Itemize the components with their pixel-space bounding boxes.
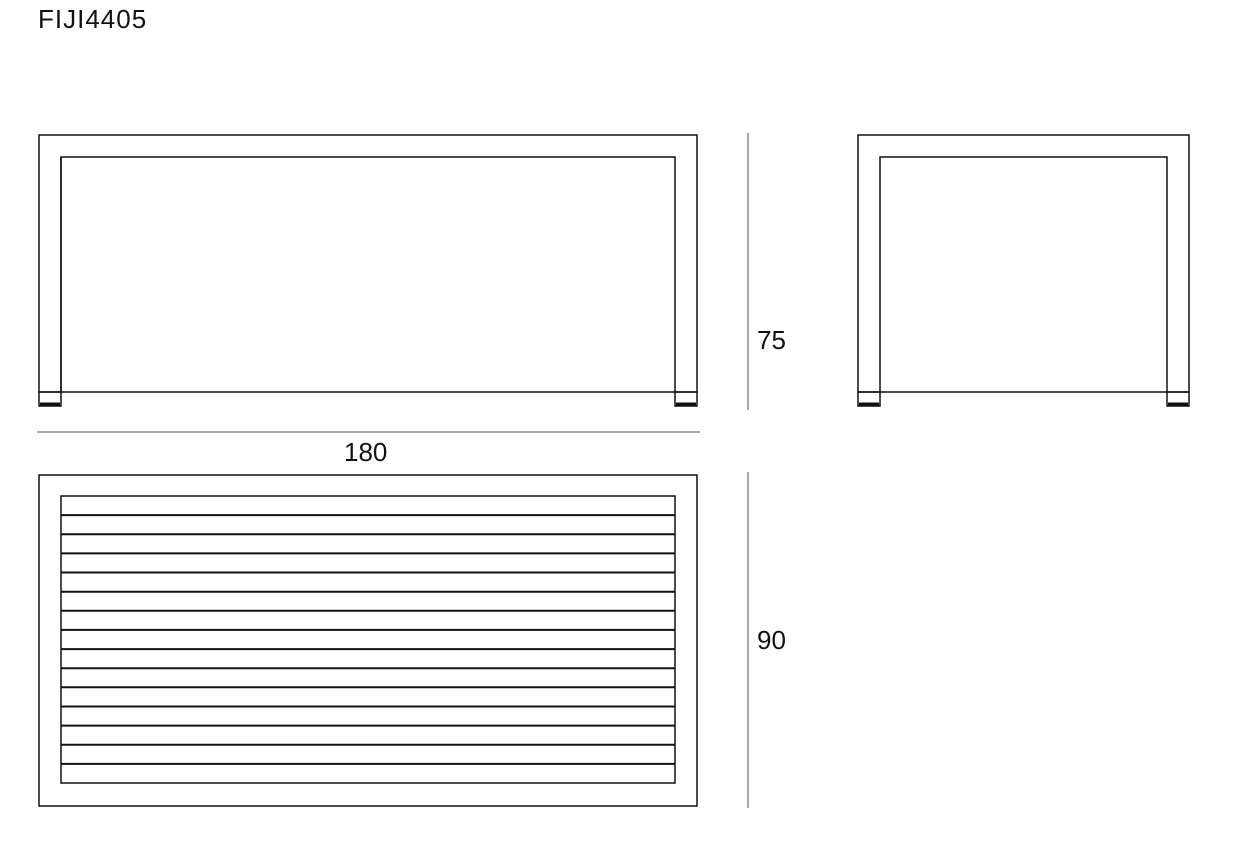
side-frame-outer <box>857 134 1190 393</box>
top-frame-outer <box>38 474 698 807</box>
side-foot-right <box>1166 391 1190 407</box>
top-view <box>38 474 698 807</box>
front-frame-outer <box>38 134 698 393</box>
side-view <box>857 134 1190 407</box>
front-frame-inner <box>60 156 676 392</box>
height-dimension-label: 75 <box>757 325 786 355</box>
front-foot-right <box>674 391 698 407</box>
side-foot-left <box>857 391 881 407</box>
top-slats <box>61 514 675 765</box>
front-view <box>38 134 698 407</box>
front-foot-left <box>38 391 62 407</box>
depth-dimension-label: 90 <box>757 625 786 655</box>
side-frame-inner <box>879 156 1168 392</box>
dimension-lines <box>37 133 749 808</box>
width-dimension-label: 180 <box>344 437 388 467</box>
top-frame-inner <box>60 495 676 784</box>
product-code-title: FIJI4405 <box>38 4 148 34</box>
